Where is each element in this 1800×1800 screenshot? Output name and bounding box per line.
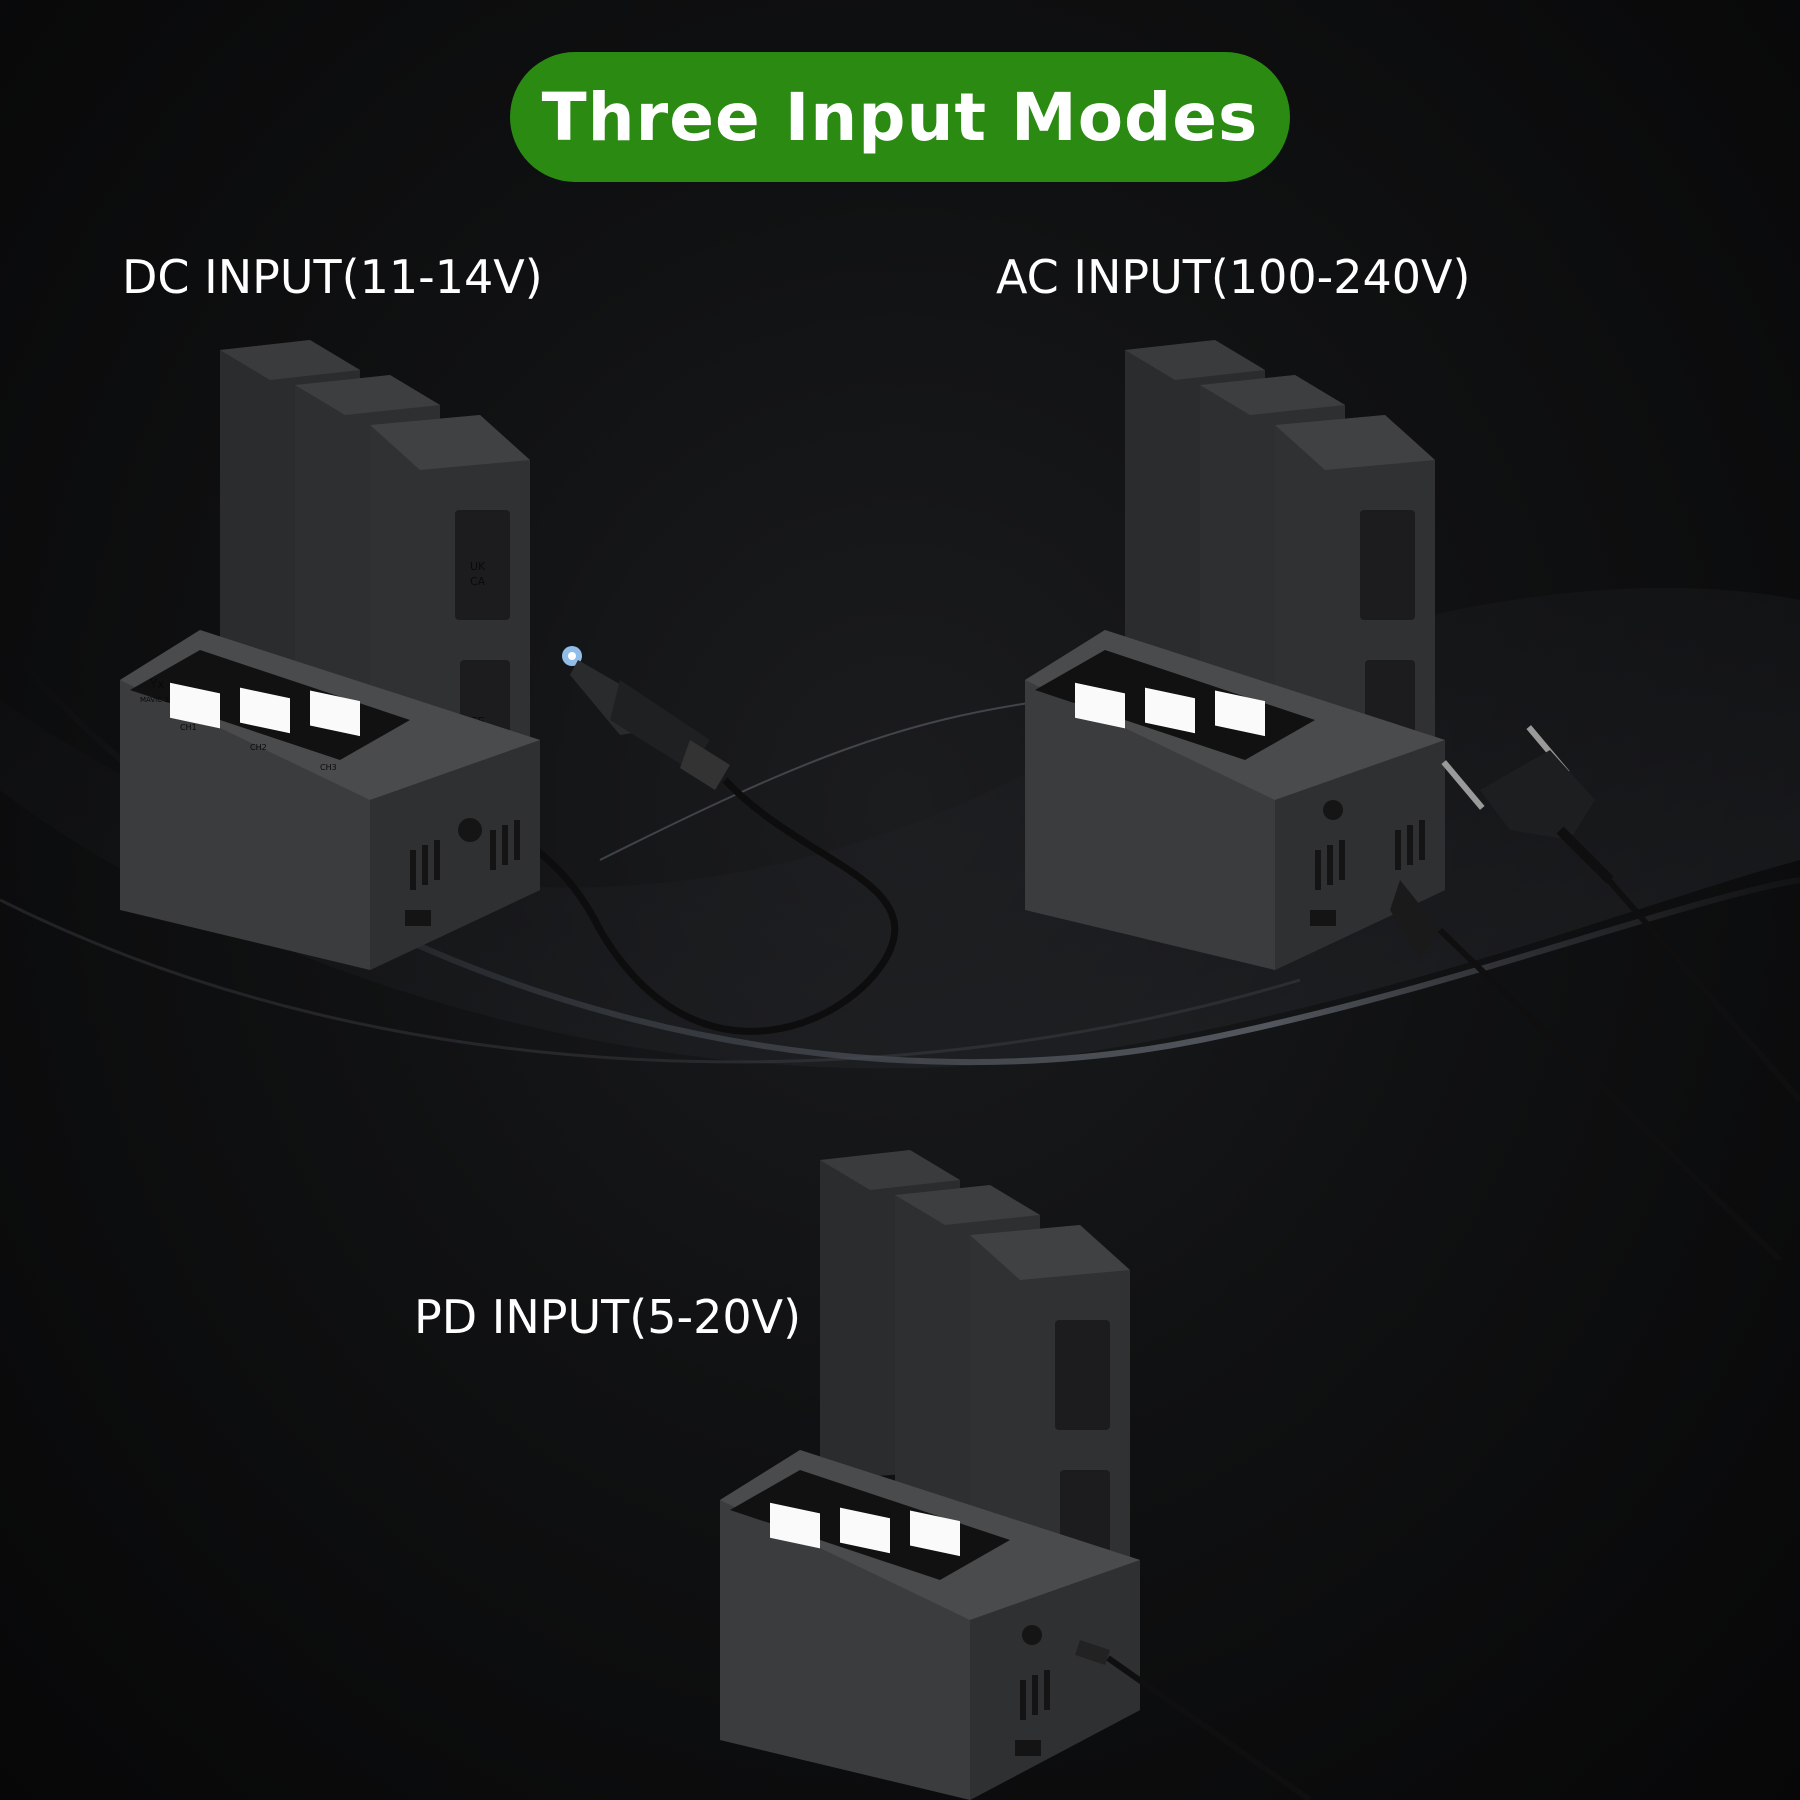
title-banner: Three Input Modes bbox=[510, 52, 1290, 182]
battery-stack: UK CA CE bbox=[220, 340, 530, 770]
dc-input-label: DC INPUT(11-14V) bbox=[122, 250, 543, 304]
eu-power-plug-icon bbox=[1390, 725, 1800, 1260]
usb-c-cable-icon bbox=[1075, 1640, 1312, 1800]
charger-unit-dc: UK CA CE Yx MAVIC 3 CH1 CH2 CH3 bbox=[120, 340, 540, 970]
dc-port bbox=[458, 818, 482, 842]
ac-input-label: AC INPUT(100-240V) bbox=[996, 250, 1471, 304]
battery-stack bbox=[1125, 340, 1435, 770]
ch2-slot bbox=[240, 687, 290, 734]
ch3-slot bbox=[310, 690, 360, 737]
car-charger-plug-icon bbox=[540, 646, 899, 1035]
model-mark: MAVIC 3 bbox=[140, 696, 169, 704]
battery-mark-uk: UK bbox=[470, 560, 486, 573]
battery-stack bbox=[820, 1150, 1130, 1580]
battery-mark-ca: CA bbox=[470, 575, 486, 588]
ch1-label: CH1 bbox=[180, 723, 197, 732]
pd-input-label: PD INPUT(5-20V) bbox=[414, 1290, 802, 1344]
ch3-label: CH3 bbox=[320, 763, 337, 772]
brand-mark: Yx bbox=[149, 677, 164, 691]
charger-base bbox=[720, 1450, 1140, 1800]
charger-base: Yx MAVIC 3 CH1 CH2 CH3 bbox=[120, 630, 540, 970]
charger-base bbox=[1025, 630, 1445, 970]
page-title: Three Input Modes bbox=[541, 78, 1259, 156]
ch1-slot bbox=[170, 682, 220, 729]
charger-unit-pd bbox=[720, 1150, 1140, 1800]
charger-unit-ac bbox=[1025, 340, 1445, 970]
ch2-label: CH2 bbox=[250, 743, 267, 752]
